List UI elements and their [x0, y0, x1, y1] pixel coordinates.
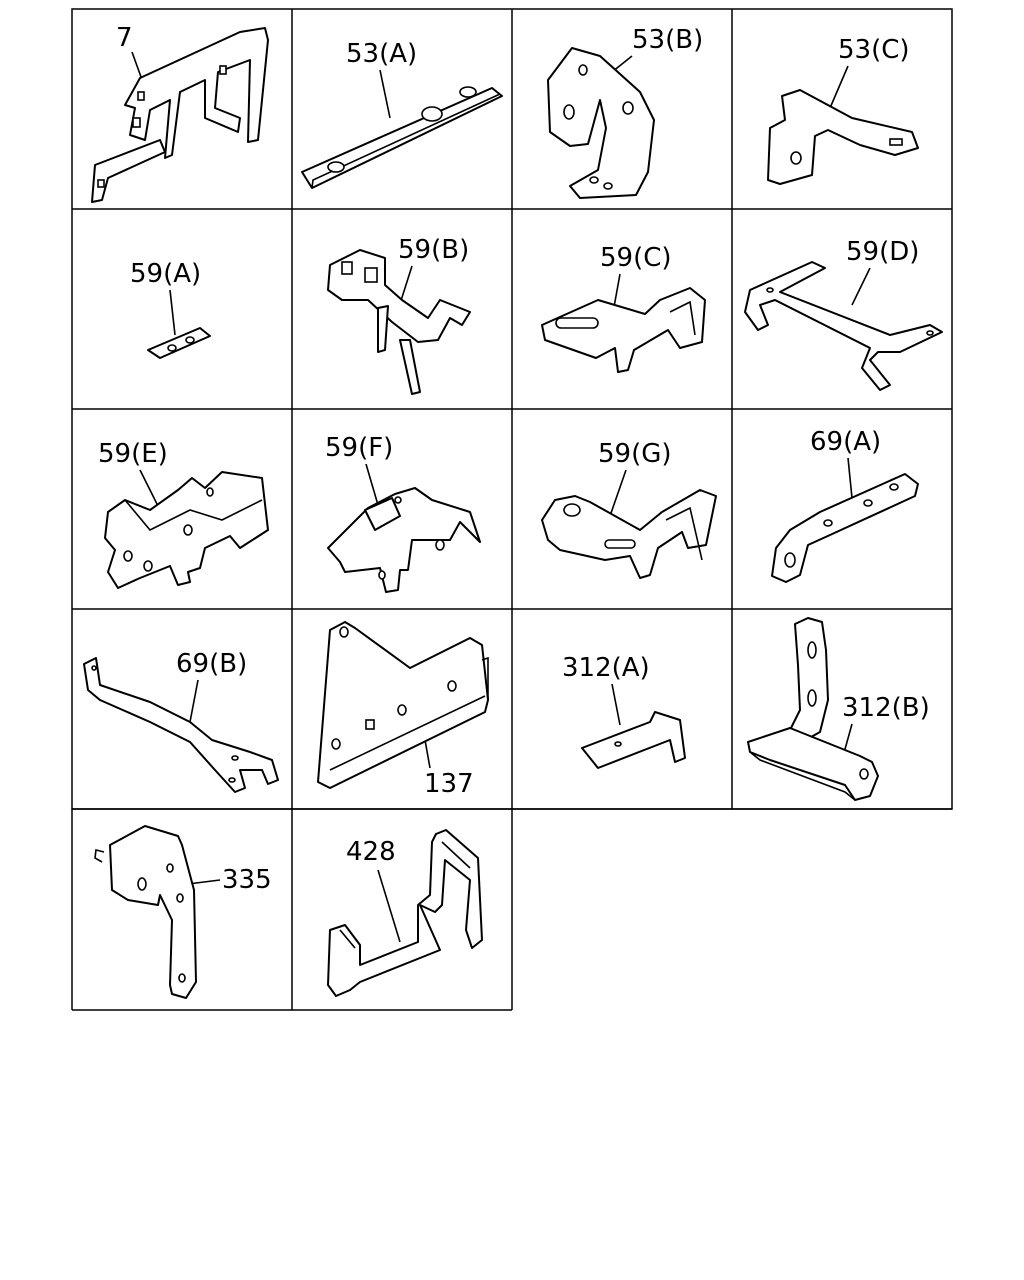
cell-part-7: 7: [91, 23, 269, 203]
cell-part-53b: 53(B): [547, 25, 703, 199]
cell-part-53a: 53(A): [301, 39, 503, 189]
cell-part-312b: 312(B): [747, 617, 930, 801]
label-59e: 59(E): [98, 439, 168, 469]
label-428: 428: [346, 837, 396, 867]
cell-part-137: 137: [317, 621, 489, 799]
cell-part-59a: 59(A): [130, 259, 211, 359]
cell-part-59f: 59(F): [325, 433, 481, 593]
cell-part-69b: 69(B): [83, 649, 279, 793]
cell-part-59c: 59(C): [541, 243, 706, 373]
cell-part-59d: 59(D): [744, 237, 943, 391]
label-59b: 59(B): [398, 235, 469, 265]
cell-part-59g: 59(G): [541, 439, 717, 579]
label-59c: 59(C): [600, 243, 672, 273]
label-312b: 312(B): [842, 693, 930, 723]
cell-part-335: 335: [94, 825, 272, 999]
label-53c: 53(C): [838, 35, 910, 65]
grid-lines: [71, 8, 953, 1011]
label-53a: 53(A): [346, 39, 417, 69]
label-312a: 312(A): [562, 653, 650, 683]
label-59d: 59(D): [846, 237, 919, 267]
cell-part-59e: 59(E): [98, 439, 269, 589]
label-69b: 69(B): [176, 649, 247, 679]
label-53b: 53(B): [632, 25, 703, 55]
label-7: 7: [116, 23, 133, 53]
cell-part-312a: 312(A): [562, 653, 686, 769]
cell-part-53c: 53(C): [767, 35, 919, 185]
label-59g: 59(G): [598, 439, 672, 469]
label-59a: 59(A): [130, 259, 201, 289]
cell-part-428: 428: [327, 829, 483, 997]
cell-part-69a: 69(A): [771, 427, 919, 583]
label-69a: 69(A): [810, 427, 881, 457]
cell-part-59b: 59(B): [327, 235, 471, 395]
label-59f: 59(F): [325, 433, 393, 463]
label-335: 335: [222, 865, 272, 895]
label-137: 137: [424, 769, 474, 799]
